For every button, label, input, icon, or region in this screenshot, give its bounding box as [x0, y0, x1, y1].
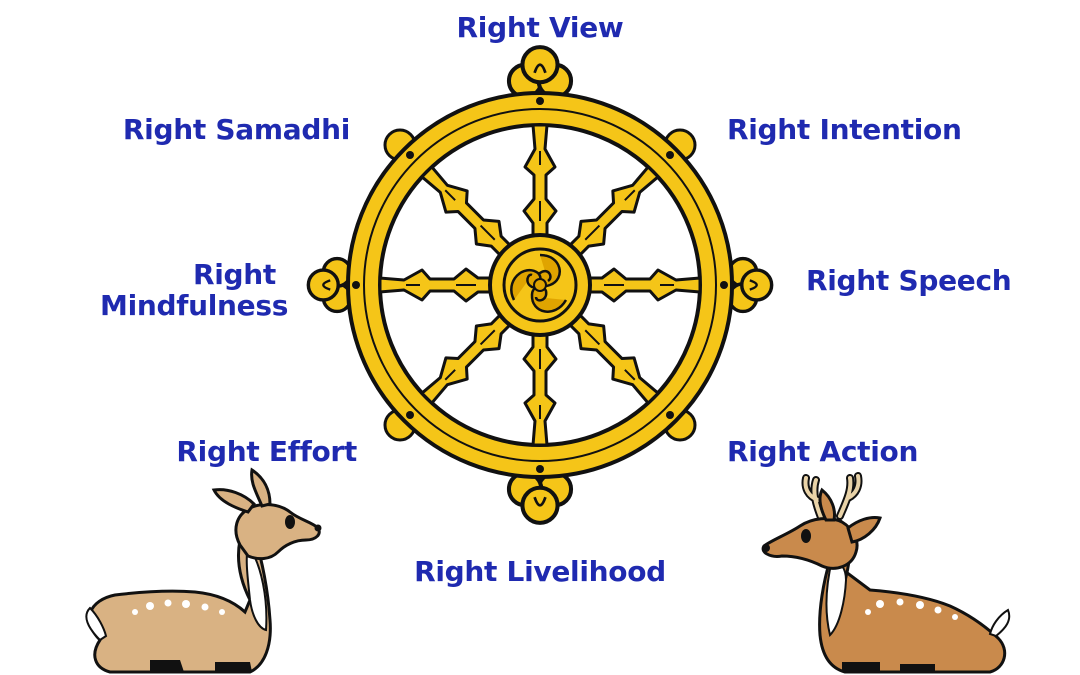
label-right-samadhi: Right Samadhi [122, 113, 350, 146]
wheel-hub [488, 233, 592, 337]
label-right-mindfulness-line1: Right [192, 258, 276, 291]
left-ornament [306, 256, 353, 314]
rim-rivets [352, 97, 728, 473]
label-right-effort: Right Effort [176, 435, 357, 468]
label-right-speech: Right Speech [806, 264, 1012, 297]
label-right-livelihood: Right Livelihood [414, 555, 666, 588]
label-right-action: Right Action [727, 435, 919, 468]
bottom-ornament [509, 473, 571, 523]
right-ornament [727, 256, 774, 314]
dharma-wheel [306, 47, 774, 523]
label-right-mindfulness-line2: Mindfulness [100, 289, 289, 322]
doe-illustration [85, 467, 322, 674]
label-right-view: Right View [456, 11, 624, 44]
stag-illustration [761, 472, 1011, 674]
label-right-intention: Right Intention [727, 113, 962, 146]
top-ornament [509, 47, 571, 97]
